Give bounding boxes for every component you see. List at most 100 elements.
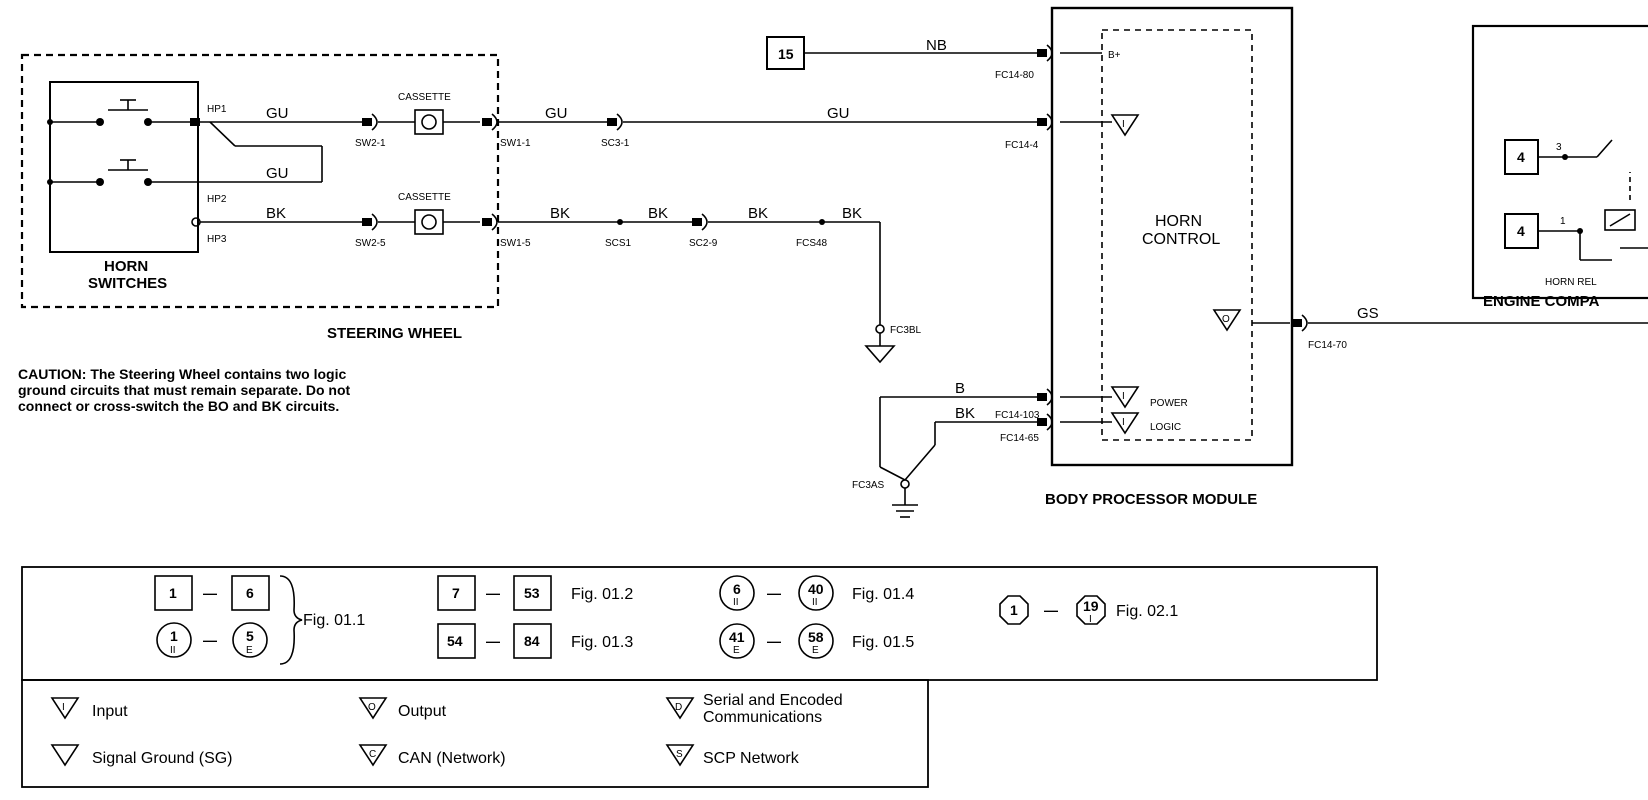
caution-line-3: connect or cross-switch the BO and BK ci…	[18, 398, 339, 414]
wire-bk-5: BK	[842, 205, 862, 222]
wire-gu-4: GU	[827, 105, 850, 122]
sc3-1-label: SC3-1	[601, 138, 630, 149]
engine-pin-1-label: 1	[1560, 216, 1566, 227]
sw2-5-label: SW2-5	[355, 238, 386, 249]
input-marker-1: I	[1122, 119, 1125, 130]
engine-box-top-label: 4	[1517, 149, 1525, 165]
legend-can: CAN (Network)	[398, 750, 506, 767]
horn-switches-box	[49, 81, 199, 253]
engine-compartment-title: ENGINE COMPA	[1483, 293, 1600, 310]
wire-gu-3: GU	[545, 105, 568, 122]
fig-g1-label: Fig. 01.1	[303, 612, 365, 629]
fig-g2-dash: —	[486, 585, 500, 601]
fig-g3-dash: —	[486, 633, 500, 649]
fig-g4-b: 40	[808, 581, 824, 597]
horn-control-dashed-box	[1101, 29, 1253, 441]
input-marker-3: I	[1122, 417, 1125, 428]
wire-bk-1: BK	[266, 205, 286, 222]
fc14-4-label: FC14-4	[1005, 140, 1039, 151]
hp1-label: HP1	[207, 104, 227, 115]
legend-serial-1: Serial and Encoded	[703, 692, 843, 709]
cassette-bottom-label: CASSETTE	[398, 192, 451, 203]
body-processor-module-box	[1050, 6, 1294, 467]
fc14-65-label: FC14-65	[1000, 433, 1039, 444]
output-marker: O	[1222, 314, 1230, 325]
fig-g5-b-sub: E	[812, 645, 819, 656]
input-marker-2: I	[1122, 391, 1125, 402]
legend-input-marker: I	[62, 702, 65, 713]
fig-g4-a: 6	[733, 581, 741, 597]
sc2-9-label: SC2-9	[689, 238, 718, 249]
fig-g1-c-sub: II	[170, 645, 176, 656]
power-label: POWER	[1150, 398, 1188, 409]
legend-input: Input	[92, 703, 128, 720]
fig-g6-dash: —	[1044, 602, 1058, 618]
wire-b: B	[955, 380, 965, 397]
fig-g4-b-sub: II	[812, 597, 818, 608]
horn-relay-label: HORN REL	[1545, 277, 1597, 288]
steering-wheel-title: STEERING WHEEL	[327, 325, 462, 342]
fig-g5-label: Fig. 01.5	[852, 634, 914, 651]
cassette-top-label: CASSETTE	[398, 92, 451, 103]
wire-gu-1: GU	[266, 105, 289, 122]
horn-control-title-1: HORN	[1155, 213, 1202, 230]
horn-switches-title-1: HORN	[104, 258, 148, 275]
fig-g3-label: Fig. 01.3	[571, 634, 633, 651]
wire-bk-4: BK	[748, 205, 768, 222]
figure-index-box	[21, 566, 1378, 681]
fig-g5-dash: —	[767, 633, 781, 649]
wire-bk-3: BK	[648, 205, 668, 222]
wire-gu-2: GU	[266, 165, 289, 182]
fig-g5-b: 58	[808, 629, 824, 645]
wire-gs: GS	[1357, 305, 1379, 322]
fig-g1-c: 1	[170, 628, 178, 644]
engine-pin-3-label: 3	[1556, 142, 1562, 153]
engine-compartment-box	[1471, 24, 1648, 300]
legend-serial-marker: D	[675, 702, 682, 713]
logic-label: LOGIC	[1150, 422, 1181, 433]
fig-g1-b: 6	[246, 585, 254, 601]
fig-g4-dash: —	[767, 585, 781, 601]
fig-g1-a: 1	[169, 585, 177, 601]
fig-g6-label: Fig. 02.1	[1116, 603, 1178, 620]
fig-g6-a: 1	[1010, 602, 1018, 618]
pin-fc14-80-label: FC14-80	[995, 70, 1034, 81]
caution-line-2: ground circuits that must remain separat…	[18, 382, 351, 398]
legend-box	[21, 679, 929, 788]
legend-serial-2: Communications	[703, 709, 822, 726]
scs1-label: SCS1	[605, 238, 632, 249]
wire-nb-label: NB	[926, 37, 947, 54]
legend-scp: SCP Network	[703, 750, 800, 767]
sw1-1-label: SW1-1	[500, 138, 531, 149]
fc3as-label: FC3AS	[852, 480, 885, 491]
legend-signal-ground: Signal Ground (SG)	[92, 750, 233, 767]
fig-g4-a-sub: II	[733, 597, 739, 608]
fig-g2-a: 7	[452, 585, 460, 601]
ref-box-15-label: 15	[778, 46, 794, 62]
body-processor-module-title: BODY PROCESSOR MODULE	[1045, 491, 1257, 508]
fig-g1-dash-2: —	[203, 632, 217, 648]
fig-g1-d: 5	[246, 628, 254, 644]
fc3bl-label: FC3BL	[890, 325, 922, 336]
wire-bk-6: BK	[955, 405, 975, 422]
fig-g2-label: Fig. 01.2	[571, 586, 633, 603]
fig-g5-a-sub: E	[733, 645, 740, 656]
steering-wheel-boundary	[20, 53, 500, 309]
fig-g3-b: 84	[524, 633, 540, 649]
legend-output: Output	[398, 703, 447, 720]
sw1-5-label: SW1-5	[500, 238, 531, 249]
legend-scp-marker: S	[676, 749, 683, 760]
fc14-103-label: FC14-103	[995, 410, 1040, 421]
sw2-1-label: SW2-1	[355, 138, 386, 149]
fig-g3-a: 54	[447, 633, 463, 649]
horn-switches-title-2: SWITCHES	[88, 275, 167, 292]
caution-line-1: CAUTION: The Steering Wheel contains two…	[18, 366, 346, 382]
fc14-70-label: FC14-70	[1308, 340, 1347, 351]
fcs48-label: FCS48	[796, 238, 828, 249]
fig-g4-label: Fig. 01.4	[852, 586, 914, 603]
fig-g1-dash-1: —	[203, 585, 217, 601]
fig-g6-b: 19	[1083, 598, 1099, 614]
horn-control-title-2: CONTROL	[1142, 231, 1220, 248]
pin-b-plus-label: B+	[1108, 50, 1121, 61]
